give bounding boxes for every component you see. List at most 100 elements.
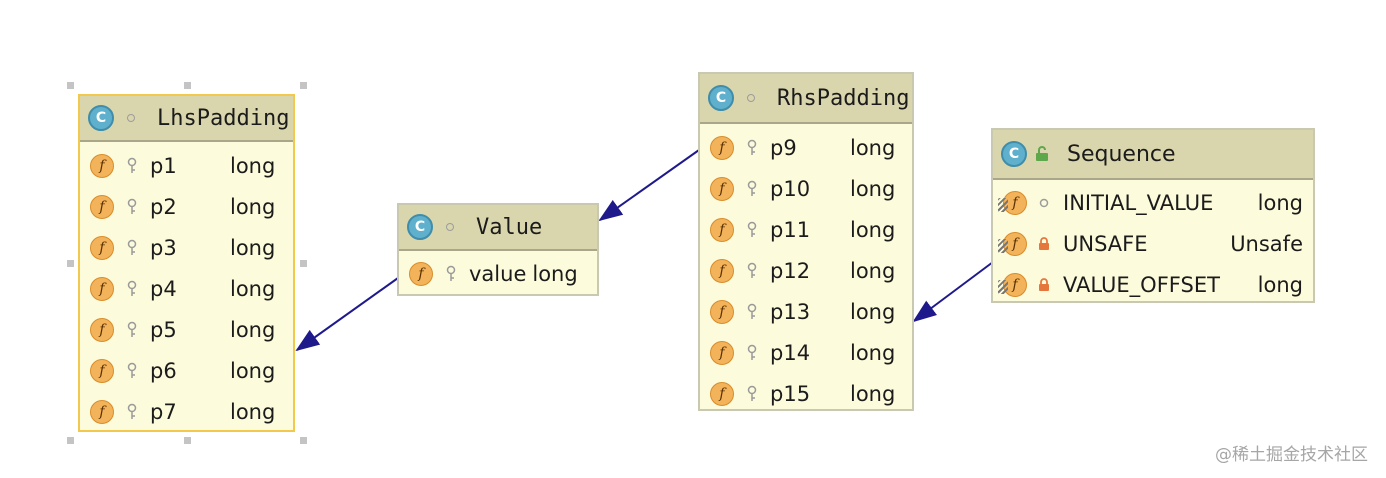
field-icon: f bbox=[90, 399, 114, 424]
protected-visibility-icon bbox=[445, 265, 457, 283]
class-header: C LhsPadding bbox=[80, 96, 293, 142]
field-type: long bbox=[230, 276, 276, 301]
field-type: long bbox=[850, 381, 896, 406]
field-row[interactable]: f p10 long bbox=[700, 168, 912, 209]
public-visibility-icon bbox=[1036, 146, 1048, 161]
class-name: RhsPadding bbox=[777, 85, 910, 111]
field-type: long bbox=[230, 317, 276, 342]
selection-handle[interactable] bbox=[67, 82, 74, 89]
field-icon: f bbox=[90, 235, 114, 260]
field-row[interactable]: f p5 long bbox=[80, 309, 293, 350]
field-icon: f bbox=[710, 135, 734, 160]
field-type: long bbox=[230, 153, 276, 178]
field-name: p14 bbox=[770, 340, 811, 365]
class-name: LhsPadding bbox=[157, 105, 290, 131]
class-icon: C bbox=[708, 85, 734, 111]
field-type: long bbox=[850, 258, 896, 283]
class-node-rhspadding[interactable]: C RhsPadding f p9 long f p10 long f p11 long f p12… bbox=[698, 72, 914, 411]
arrow-value-to-lhspadding bbox=[295, 277, 399, 352]
field-name: VALUE_OFFSET bbox=[1063, 272, 1220, 297]
class-header: C RhsPadding bbox=[700, 74, 912, 124]
field-type: long bbox=[230, 358, 276, 383]
protected-visibility-icon bbox=[746, 385, 758, 403]
class-icon: C bbox=[407, 214, 433, 240]
package-visibility-icon bbox=[1037, 194, 1051, 212]
class-icon: C bbox=[88, 105, 114, 131]
arrow-sequence-to-rhspadding bbox=[912, 261, 994, 323]
field-name: p10 bbox=[770, 176, 811, 201]
selection-handle[interactable] bbox=[300, 82, 307, 89]
field-icon: f bbox=[409, 261, 433, 286]
field-type: long bbox=[850, 299, 896, 324]
field-icon: f bbox=[90, 317, 114, 342]
class-icon: C bbox=[1001, 141, 1027, 167]
field-name: value bbox=[469, 261, 527, 286]
protected-visibility-icon bbox=[746, 303, 758, 321]
protected-visibility-icon bbox=[746, 262, 758, 280]
field-name: p12 bbox=[770, 258, 811, 283]
selection-handle[interactable] bbox=[300, 437, 307, 444]
field-type: long bbox=[230, 399, 276, 424]
field-row[interactable]: f p13 long bbox=[700, 291, 912, 332]
field-type: long bbox=[850, 217, 896, 242]
package-visibility-icon bbox=[446, 223, 454, 231]
selection-handle[interactable] bbox=[67, 260, 74, 267]
field-icon: f bbox=[710, 176, 734, 201]
class-header: C Value bbox=[399, 205, 597, 251]
field-icon: f bbox=[710, 299, 734, 324]
field-name: p11 bbox=[770, 217, 811, 242]
field-type: long bbox=[850, 340, 896, 365]
field-icon: f bbox=[90, 194, 114, 219]
field-row[interactable]: f p12 long bbox=[700, 250, 912, 291]
field-name: p5 bbox=[150, 317, 177, 342]
package-visibility-icon bbox=[747, 94, 755, 102]
field-icon: f bbox=[998, 231, 1027, 256]
field-row[interactable]: f p9 long bbox=[700, 127, 912, 168]
protected-visibility-icon bbox=[746, 221, 758, 239]
package-visibility-icon bbox=[127, 114, 135, 122]
field-type: long bbox=[850, 135, 896, 160]
field-name: p13 bbox=[770, 299, 811, 324]
field-type: long bbox=[1257, 190, 1303, 215]
protected-visibility-icon bbox=[126, 362, 138, 380]
field-icon: f bbox=[998, 190, 1027, 215]
field-name: p2 bbox=[150, 194, 177, 219]
selection-handle[interactable] bbox=[67, 437, 74, 444]
selection-handle[interactable] bbox=[184, 82, 191, 89]
selection-handle[interactable] bbox=[184, 437, 191, 444]
protected-visibility-icon bbox=[126, 157, 138, 175]
class-name: Sequence bbox=[1067, 141, 1176, 167]
selection-handle[interactable] bbox=[300, 260, 307, 267]
protected-visibility-icon bbox=[746, 139, 758, 157]
field-icon: f bbox=[710, 258, 734, 283]
protected-visibility-icon bbox=[126, 239, 138, 257]
protected-visibility-icon bbox=[126, 321, 138, 339]
protected-visibility-icon bbox=[746, 180, 758, 198]
private-lock-icon bbox=[1037, 235, 1051, 253]
field-icon: f bbox=[90, 358, 114, 383]
field-row[interactable]: f p7 long bbox=[80, 391, 293, 432]
field-type: long bbox=[850, 176, 896, 201]
field-name: p9 bbox=[770, 135, 797, 160]
field-name: p7 bbox=[150, 399, 177, 424]
class-name: Value bbox=[476, 214, 543, 240]
field-icon: f bbox=[90, 276, 114, 301]
